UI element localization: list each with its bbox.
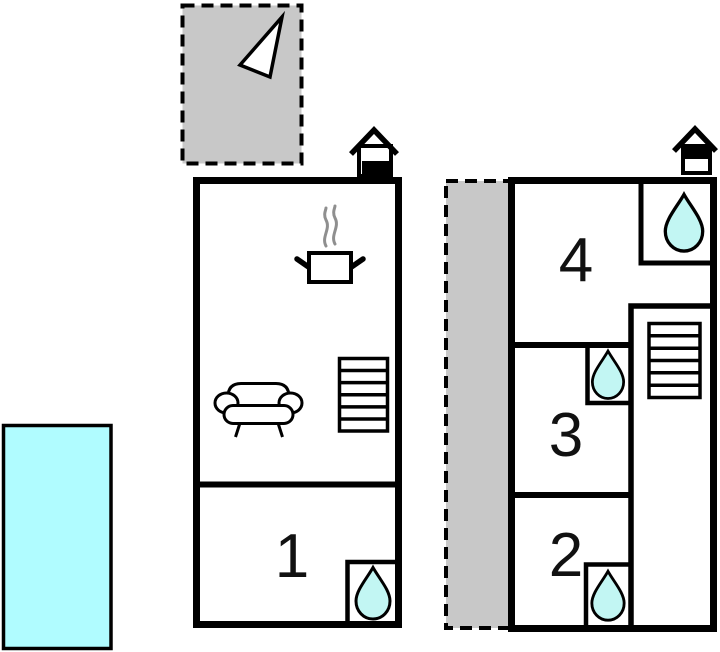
terrace-area [180,3,304,166]
terrace-dashed-outline [180,3,304,166]
bathroom-wall [585,343,634,406]
steam-line [332,204,338,246]
first-floor-plan: 4 3 2 [444,177,717,632]
first-floor-house-icon [672,125,718,175]
room-2-label: 2 [549,521,583,590]
bathroom-wall [638,178,716,266]
steam-line [323,206,329,248]
room-1-label: 1 [275,522,309,591]
cooking-pot-icon [294,251,366,284]
bathroom-wall [345,559,402,626]
north-arrow-icon [237,10,286,80]
room-3-label: 3 [549,401,583,470]
stairs-icon [647,321,702,400]
sofa-icon [213,382,304,438]
ground-floor-plan: 1 [193,177,402,628]
balcony-dashed-area [444,179,513,630]
room-4-label: 4 [559,226,593,295]
bathroom-wall [583,562,634,630]
swimming-pool [1,423,113,651]
stairs-icon [337,356,390,433]
ground-floor-house-icon [349,126,399,178]
stairwell-wall [628,303,716,631]
